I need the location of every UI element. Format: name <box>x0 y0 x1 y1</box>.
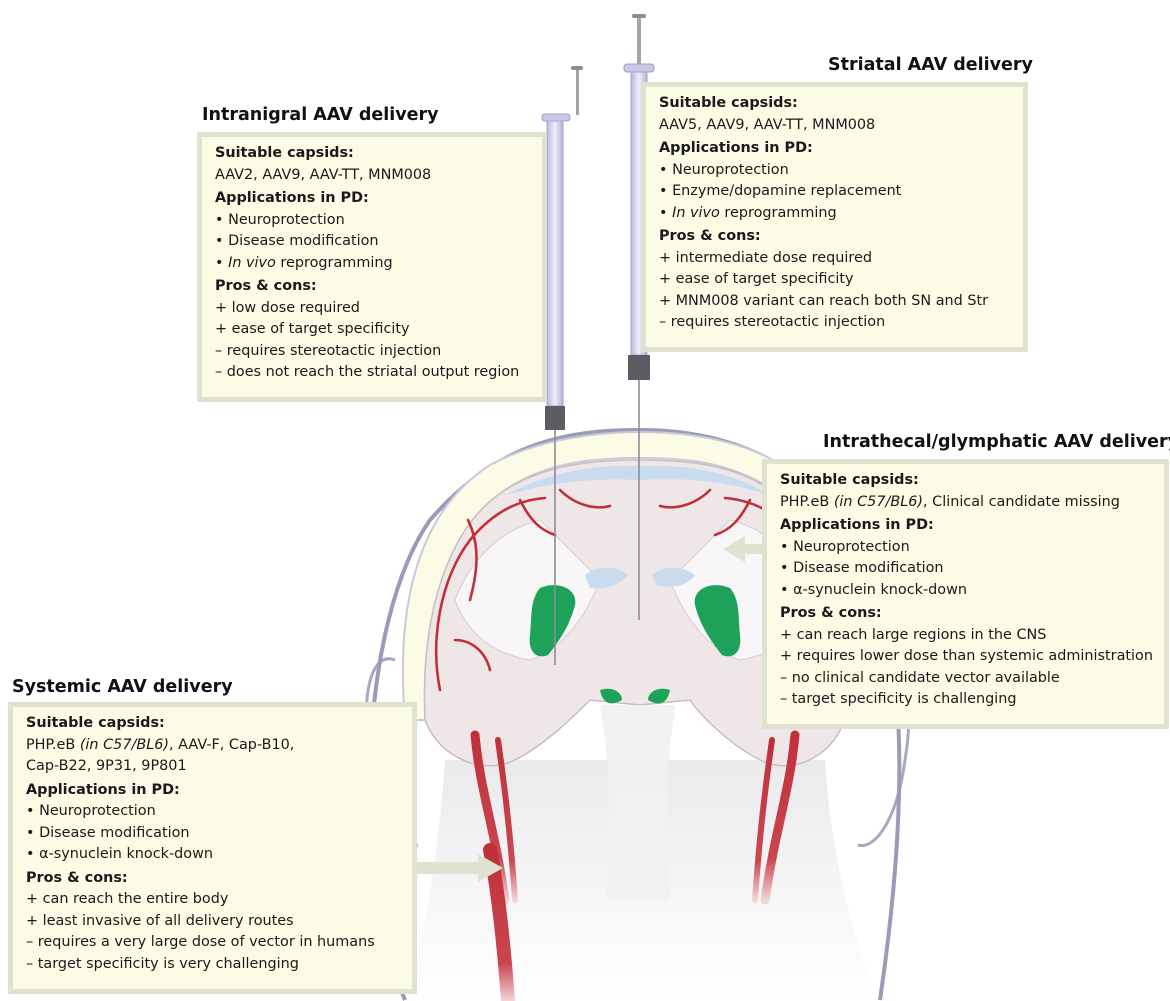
application-item-segment: • Enzyme/dopamine replacement <box>659 183 901 199</box>
pros-cons-list: + can reach large regions in the CNS+ re… <box>780 625 1152 711</box>
application-item-segment: • <box>215 255 228 271</box>
pros-cons-heading: Pros & cons: <box>780 603 1152 625</box>
application-list-item: • Enzyme/dopamine replacement <box>659 181 1011 203</box>
application-item-segment: • Neuroprotection <box>215 212 345 228</box>
applications-list: • Neuroprotection • Disease modification •… <box>780 537 1152 602</box>
brainstem <box>600 705 676 900</box>
application-list-item: • Disease modification <box>26 823 400 845</box>
systemic-title: Systemic AAV delivery <box>12 677 233 697</box>
capsids-line-segment: AAV2, AAV9, AAV-TT, MNM008 <box>215 167 431 183</box>
capsids-heading: Suitable capsids: <box>780 470 1152 492</box>
pros-cons-item: + low dose required <box>215 298 530 320</box>
application-item: • Neuroprotection <box>26 801 400 823</box>
intrathecal-title: Intrathecal/glymphatic AAV delivery <box>823 432 1170 452</box>
pros-cons-item: – requires stereotactic injection <box>215 341 530 363</box>
application-item: • Disease modification <box>26 823 400 845</box>
pros-cons-item: + MNM008 variant can reach both SN and S… <box>659 291 1011 313</box>
application-item: • α-synuclein knock-down <box>780 580 1152 602</box>
pros-cons-item: – requires stereotactic injection <box>659 312 1011 334</box>
applications-heading: Applications in PD: <box>659 138 1011 160</box>
capsids-line: Cap-B22, 9P31, 9P801 <box>26 756 400 778</box>
pros-cons-list: + low dose required+ ease of target spec… <box>215 298 530 384</box>
pros-cons-heading: Pros & cons: <box>26 868 400 890</box>
application-list-item: • Neuroprotection <box>659 160 1011 182</box>
pros-cons-item: + can reach the entire body <box>26 889 400 911</box>
capsids-heading: Suitable capsids: <box>26 713 400 735</box>
application-list-item: • α-synuclein knock-down <box>780 580 1152 602</box>
capsids-line-segment: Cap-B22, 9P31, 9P801 <box>26 758 187 774</box>
capsids-heading: Suitable capsids: <box>215 143 530 165</box>
capsids-line-segment: (in C57/BL6) <box>80 737 169 753</box>
capsids-line: PHP.eB (in C57/BL6), AAV-F, Cap-B10, <box>26 735 400 757</box>
pros-cons-item: + can reach large regions in the CNS <box>780 625 1152 647</box>
applications-heading: Applications in PD: <box>215 188 530 210</box>
applications-heading: Applications in PD: <box>26 780 400 802</box>
application-list-item: • Disease modification <box>780 558 1152 580</box>
pros-cons-list: + can reach the entire body+ least invas… <box>26 889 400 975</box>
capsids-line-segment: PHP.eB <box>26 737 80 753</box>
capsids-heading: Suitable capsids: <box>659 93 1011 115</box>
application-item-segment: In vivo <box>672 205 720 221</box>
application-item-segment: In vivo <box>228 255 276 271</box>
application-list-item: • Neuroprotection <box>26 801 400 823</box>
pros-cons-item: – target specificity is challenging <box>780 689 1152 711</box>
application-item: • Disease modification <box>780 558 1152 580</box>
application-list-item: • α-synuclein knock-down <box>26 844 400 866</box>
application-list-item: • Disease modification <box>215 231 530 253</box>
intranigral-info-box: Suitable capsids: AAV2, AAV9, AAV-TT, MNM… <box>197 132 547 402</box>
application-item: • α-synuclein knock-down <box>26 844 400 866</box>
applications-list: • Neuroprotection • Enzyme/dopamine repla… <box>659 160 1011 225</box>
application-list-item: • Neuroprotection <box>780 537 1152 559</box>
capsids-line-segment: PHP.eB <box>780 494 834 510</box>
pros-cons-item: + intermediate dose required <box>659 248 1011 270</box>
pros-cons-item: + ease of target specificity <box>659 269 1011 291</box>
capsids-line: AAV2, AAV9, AAV-TT, MNM008 <box>215 165 530 187</box>
application-item: • Neuroprotection <box>659 160 1011 182</box>
application-list-item: • Neuroprotection <box>215 210 530 232</box>
pros-cons-heading: Pros & cons: <box>215 276 530 298</box>
application-item-segment: reprogramming <box>276 255 393 271</box>
pros-cons-item: + requires lower dose than systemic admi… <box>780 646 1152 668</box>
systemic-info-box: Suitable capsids:PHP.eB (in C57/BL6), AA… <box>8 702 417 994</box>
capsids-line-segment: AAV5, AAV9, AAV-TT, MNM008 <box>659 117 875 133</box>
application-item: • Neuroprotection <box>780 537 1152 559</box>
applications-list: • Neuroprotection • Disease modification •… <box>215 210 530 275</box>
application-item: • Neuroprotection <box>215 210 530 232</box>
application-item: • In vivo reprogramming <box>215 253 530 275</box>
capsids-line-segment: , Clinical candidate missing <box>923 494 1120 510</box>
application-item-segment: • Neuroprotection <box>26 803 156 819</box>
pros-cons-list: + intermediate dose required+ ease of ta… <box>659 248 1011 334</box>
pros-cons-item: – no clinical candidate vector available <box>780 668 1152 690</box>
capsids-line-segment: , AAV-F, Cap-B10, <box>169 737 294 753</box>
application-list-item: • In vivo reprogramming <box>215 253 530 275</box>
application-item-segment: • Neuroprotection <box>780 539 910 555</box>
capsids-line: PHP.eB (in C57/BL6), Clinical candidate … <box>780 492 1152 514</box>
striatal-info-box: Suitable capsids: AAV5, AAV9, AAV-TT, MNM… <box>641 82 1028 352</box>
application-item-segment: • Disease modification <box>26 825 190 841</box>
applications-list: • Neuroprotection • Disease modification •… <box>26 801 400 866</box>
application-item-segment: reprogramming <box>720 205 837 221</box>
application-item: • Enzyme/dopamine replacement <box>659 181 1011 203</box>
capsids-line-segment: (in C57/BL6) <box>834 494 923 510</box>
application-item-segment: • α-synuclein knock-down <box>26 846 213 862</box>
striatal-title: Striatal AAV delivery <box>828 55 1033 75</box>
intranigral-title: Intranigral AAV delivery <box>202 105 439 125</box>
pros-cons-heading: Pros & cons: <box>659 226 1011 248</box>
pros-cons-item: + least invasive of all delivery routes <box>26 911 400 933</box>
pros-cons-item: – requires a very large dose of vector i… <box>26 932 400 954</box>
pros-cons-item: – does not reach the striatal output reg… <box>215 362 530 384</box>
application-item-segment: • α-synuclein knock-down <box>780 582 967 598</box>
application-item-segment: • Neuroprotection <box>659 162 789 178</box>
applications-heading: Applications in PD: <box>780 515 1152 537</box>
application-item-segment: • <box>659 205 672 221</box>
application-item: • Disease modification <box>215 231 530 253</box>
application-item-segment: • Disease modification <box>780 560 944 576</box>
intrathecal-info-box: Suitable capsids:PHP.eB (in C57/BL6), Cl… <box>762 459 1169 729</box>
application-item-segment: • Disease modification <box>215 233 379 249</box>
application-item: • In vivo reprogramming <box>659 203 1011 225</box>
pros-cons-item: + ease of target specificity <box>215 319 530 341</box>
pros-cons-item: – target specificity is very challenging <box>26 954 400 976</box>
application-list-item: • In vivo reprogramming <box>659 203 1011 225</box>
capsids-line: AAV5, AAV9, AAV-TT, MNM008 <box>659 115 1011 137</box>
